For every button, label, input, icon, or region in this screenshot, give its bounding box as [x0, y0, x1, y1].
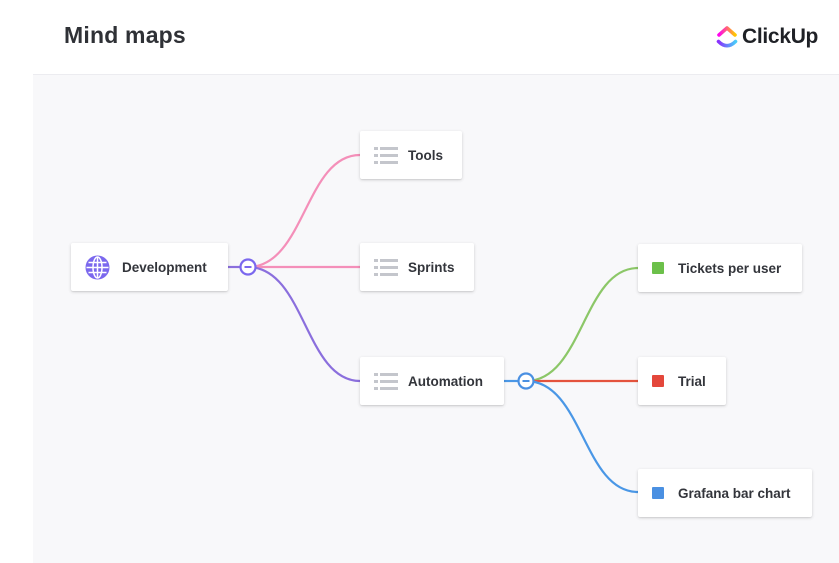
status-square-icon [652, 262, 664, 274]
connector-automation-grafana [525, 379, 639, 494]
status-square-icon [652, 487, 664, 499]
node-development-label: Development [122, 259, 207, 275]
list-icon [374, 258, 398, 276]
node-tickets-per-user[interactable]: Tickets per user [638, 244, 802, 292]
node-sprints[interactable]: Sprints [360, 243, 474, 291]
list-icon [374, 372, 398, 390]
connector-automation-tickets [525, 266, 639, 383]
connector-development-tools [247, 153, 361, 269]
collapse-development-toggle[interactable] [239, 258, 257, 276]
node-automation-label: Automation [408, 373, 483, 389]
node-trial-label: Trial [678, 373, 706, 389]
connector-development-automation [247, 265, 361, 383]
node-sprints-label: Sprints [408, 259, 455, 275]
collapse-automation-toggle[interactable] [517, 372, 535, 390]
node-grafana-bar-chart-label: Grafana bar chart [678, 485, 791, 501]
clickup-logo[interactable]: ClickUp [716, 22, 818, 52]
node-tickets-per-user-label: Tickets per user [678, 260, 782, 276]
globe-icon [85, 255, 110, 279]
node-grafana-bar-chart[interactable]: Grafana bar chart [638, 469, 812, 517]
node-tools[interactable]: Tools [360, 131, 462, 179]
page-title: Mind maps [64, 22, 186, 48]
node-trial[interactable]: Trial [638, 357, 726, 405]
list-icon [374, 146, 398, 164]
node-automation[interactable]: Automation [360, 357, 504, 405]
node-tools-label: Tools [408, 147, 443, 163]
brand-name: ClickUp [742, 25, 819, 48]
status-square-icon [652, 375, 664, 387]
node-development[interactable]: Development [71, 243, 228, 291]
header: Mind maps ClickUp [0, 0, 839, 74]
clickup-logo-icon [716, 26, 738, 48]
